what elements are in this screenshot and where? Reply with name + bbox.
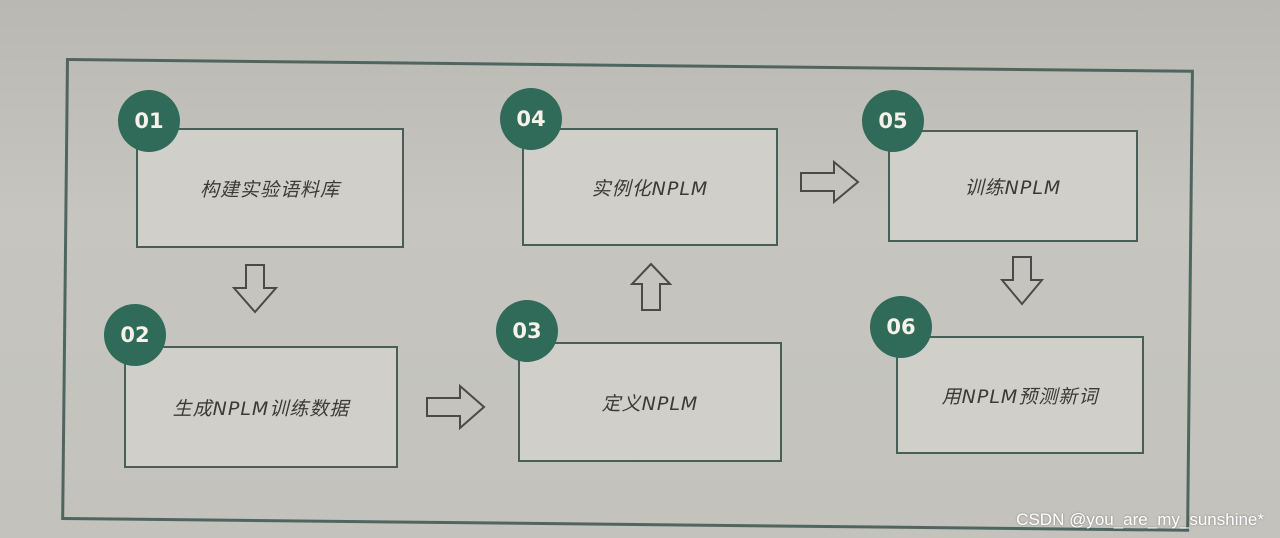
step-05-box: 训练NPLM bbox=[888, 130, 1138, 242]
arrow-right-icon bbox=[426, 384, 486, 430]
step-04-label: 实例化NPLM bbox=[591, 177, 709, 200]
step-01-box: 构建实验语料库 bbox=[136, 128, 404, 248]
arrow-down-icon bbox=[232, 264, 278, 314]
step-04-box: 实例化NPLM bbox=[522, 128, 778, 246]
step-06-badge: 06 bbox=[870, 296, 932, 358]
step-06-label: 用NPLM预测新词 bbox=[941, 385, 1099, 408]
step-01-badge: 01 bbox=[118, 90, 180, 152]
step-06-box: 用NPLM预测新词 bbox=[896, 336, 1144, 454]
arrow-right-icon bbox=[800, 160, 860, 204]
step-03-badge: 03 bbox=[496, 300, 558, 362]
step-01-label: 构建实验语料库 bbox=[199, 178, 340, 201]
step-05-label: 训练NPLM bbox=[964, 176, 1062, 199]
step-05-badge: 05 bbox=[862, 90, 924, 152]
step-02-badge: 02 bbox=[104, 304, 166, 366]
arrow-up-icon bbox=[630, 262, 672, 312]
watermark: CSDN @you_are_my_sunshine* bbox=[1016, 510, 1264, 529]
step-02-label: 生成NPLM训练数据 bbox=[172, 397, 350, 420]
step-04-badge: 04 bbox=[500, 88, 562, 150]
step-03-box: 定义NPLM bbox=[518, 342, 782, 462]
arrow-down-icon bbox=[1000, 256, 1044, 306]
step-02-box: 生成NPLM训练数据 bbox=[124, 346, 398, 468]
step-03-label: 定义NPLM bbox=[601, 392, 699, 415]
